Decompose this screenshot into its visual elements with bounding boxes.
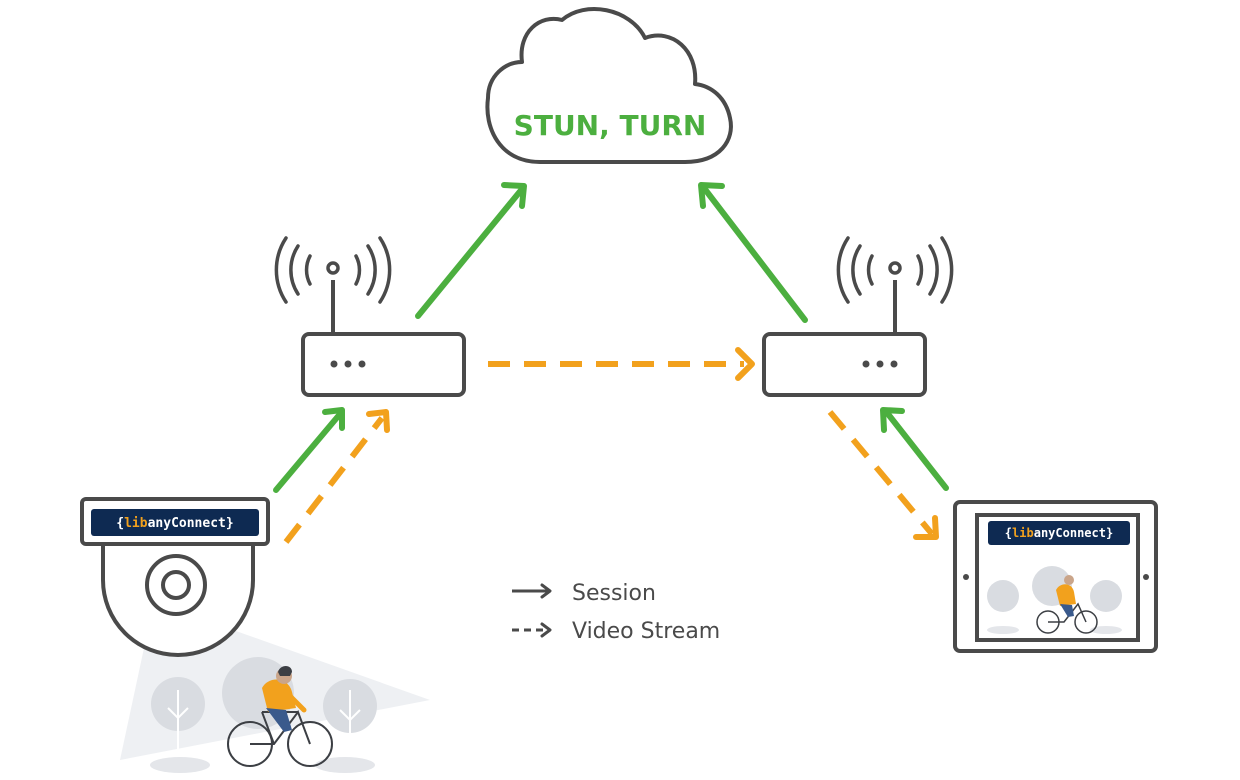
tablet-camera-icon <box>1143 574 1149 580</box>
video-arrow-camera-to-router <box>283 409 390 544</box>
session-arrow-left-router-to-cloud <box>415 182 527 319</box>
badge-name: anyConnect <box>1034 526 1106 540</box>
wifi-signal-icon <box>836 236 954 304</box>
video-arrow-router-to-tablet <box>827 410 939 540</box>
svg-text:{libanyConnect}: {libanyConnect} <box>1005 526 1113 540</box>
router-dots-icon <box>862 360 898 368</box>
cyclist-illustration <box>227 666 333 767</box>
video-arrow-router-to-router <box>488 347 755 381</box>
legend-session: Session <box>512 581 656 606</box>
right-router <box>762 236 954 397</box>
badge-lib: lib <box>1012 526 1034 540</box>
legend: Session Video Stream <box>512 581 720 644</box>
wifi-signal-icon <box>274 236 392 304</box>
session-arrow-right-router-to-cloud <box>698 182 808 323</box>
legend-video: Video Stream <box>512 619 720 644</box>
tablet-scene <box>987 566 1122 634</box>
legend-video-label: Video Stream <box>572 619 720 644</box>
badge-brace-close: } <box>226 516 234 531</box>
badge-brace-open: { <box>1005 526 1012 540</box>
session-arrow-tablet-to-router <box>880 407 949 491</box>
router-dots-icon <box>330 360 366 368</box>
badge-name: anyConnect <box>148 516 226 531</box>
tablet-button-icon <box>963 574 969 580</box>
legend-session-label: Session <box>572 581 656 606</box>
left-router <box>274 236 466 397</box>
cloud-label: STUN, TURN <box>514 109 707 142</box>
tablet-libanyconnect-badge: {libanyConnect} <box>988 521 1130 545</box>
badge-lib: lib <box>124 516 148 531</box>
camera-libanyconnect-badge: {libanyConnect} <box>91 509 259 536</box>
camera-lens-inner-icon <box>161 570 191 600</box>
antenna-tip-icon <box>888 261 902 275</box>
antenna-tip-icon <box>326 261 340 275</box>
router-box-icon <box>762 332 927 397</box>
svg-text:{libanyConnect}: {libanyConnect} <box>116 516 233 531</box>
cloud-icon <box>485 7 733 164</box>
session-arrow-camera-to-router <box>273 407 345 493</box>
router-box-icon <box>301 332 466 397</box>
badge-brace-close: } <box>1106 526 1113 540</box>
cloud-node: STUN, TURN <box>485 7 733 164</box>
badge-brace-open: { <box>116 516 124 531</box>
